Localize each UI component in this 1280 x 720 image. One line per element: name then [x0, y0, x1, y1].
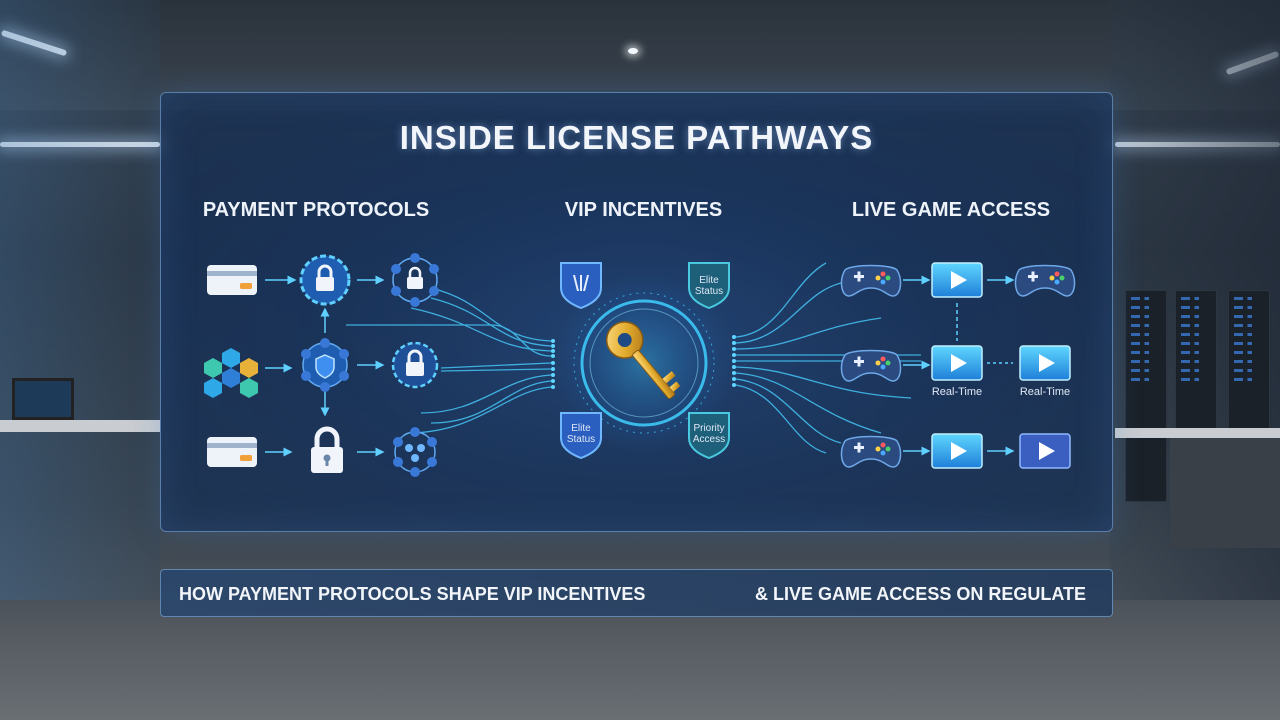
gamepad-icon [840, 264, 902, 297]
realtime-label-1: Real-Time [931, 386, 983, 398]
padlock-gear-icon [299, 254, 351, 306]
play-screen-icon [1019, 345, 1071, 381]
gamepad-icon [1014, 264, 1076, 297]
page-title: INSIDE LICENSE PATHWAYS [399, 119, 874, 156]
realtime-label-2: Real-Time [1019, 386, 1071, 398]
priority-access-badge [688, 412, 730, 460]
column-title-live: LIVE GAME ACCESS [851, 199, 1051, 221]
credit-card-icon [207, 265, 257, 295]
badge-label-priority: Priority Access [692, 423, 726, 445]
hexagon-cluster-icon [204, 348, 258, 398]
play-screen-icon [931, 262, 983, 298]
key-ring [580, 299, 708, 427]
office-ceiling [0, 0, 1280, 110]
column-title-vip: VIP INCENTIVES [564, 199, 723, 221]
office-monitor [12, 378, 74, 420]
credit-card-icon [207, 437, 257, 467]
flow-lines-right [735, 262, 921, 454]
badge-label-elite-bottom: Elite Status [566, 423, 596, 445]
server-rack [1125, 290, 1167, 502]
gamepad-icon [840, 349, 902, 382]
caption-bar: HOW PAYMENT PROTOCOLS SHAPE VIP INCENTIV… [160, 569, 1113, 617]
padlock-gear-icon [391, 341, 439, 389]
play-screen-icon [1019, 433, 1071, 469]
flow-dots-left [551, 339, 555, 389]
office-desk [0, 420, 160, 432]
caption-right: & LIVE GAME ACCESS ON REGULATE [754, 584, 1086, 604]
elite-status-badge-top [688, 262, 730, 310]
gamepad-icon [840, 435, 902, 468]
badge-label-elite-top: Elite Status [694, 275, 724, 297]
hexagon-network-padlock-icon [391, 253, 439, 307]
hexagon-network-icon [393, 427, 437, 477]
caption-left: HOW PAYMENT PROTOCOLS SHAPE VIP INCENTIV… [179, 584, 646, 604]
pathway-diagram [204, 253, 1076, 477]
key-icon [605, 321, 681, 399]
padlock-icon [311, 426, 343, 473]
column-title-payment: PAYMENT PROTOCOLS [202, 199, 430, 221]
license-pathways-panel: INSIDE LICENSE PATHWAYS PAYMENT PROTOCOL… [160, 92, 1113, 532]
office-floor [0, 600, 1280, 720]
hexagon-network-shield-icon [301, 338, 349, 392]
play-screen-icon [931, 433, 983, 469]
office-desk [1115, 428, 1280, 438]
office-cabinet [1170, 438, 1280, 548]
flow-lines-left [346, 287, 552, 434]
ceiling-spotlight [628, 48, 638, 54]
vip-shield-badge [560, 262, 602, 310]
elite-status-badge-bottom [560, 412, 602, 460]
play-screen-icon [931, 345, 983, 381]
ceiling-light [0, 142, 160, 147]
